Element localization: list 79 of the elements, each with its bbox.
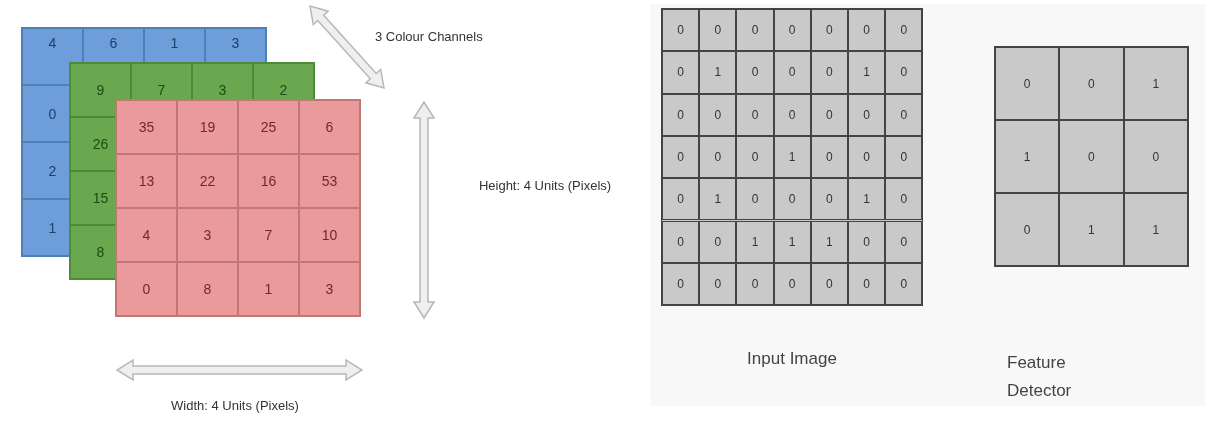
matrix-cell: 0 <box>662 93 700 136</box>
matrix-cell: 0 <box>699 93 737 136</box>
matrix-cell: 0 <box>1123 120 1188 193</box>
matrix-cell: 0 <box>116 262 177 316</box>
matrix-cell: 1 <box>699 51 737 94</box>
matrix-cell: 0 <box>995 193 1060 266</box>
matrix-cell: 0 <box>810 9 848 52</box>
matrix-cell: 0 <box>773 178 811 221</box>
matrix-cell: 1 <box>773 135 811 179</box>
matrix-cell: 0 <box>736 262 774 306</box>
matrix-cell: 0 <box>699 135 737 179</box>
matrix-cell: 0 <box>773 51 811 94</box>
matrix-cell: 10 <box>299 208 360 262</box>
matrix-cell: 3 <box>299 262 360 316</box>
matrix-cell: 22 <box>177 154 238 208</box>
matrix-cell: 0 <box>736 178 774 221</box>
matrix-cell: 0 <box>736 135 774 179</box>
matrix-cell: 0 <box>885 135 923 179</box>
matrix-cell: 25 <box>238 100 299 154</box>
matrix-cell: 0 <box>810 135 848 179</box>
matrix-cell: 0 <box>736 93 774 136</box>
matrix-cell: 1 <box>736 220 774 263</box>
matrix-cell: 1 <box>1123 47 1188 120</box>
matrix-cell: 0 <box>848 135 886 179</box>
matrix-cell: 0 <box>662 178 700 221</box>
matrix-cell: 0 <box>848 262 886 306</box>
matrix-cell: 0 <box>662 135 700 179</box>
matrix-cell: 0 <box>1059 120 1124 193</box>
dimension-label: Height: 4 Units (Pixels) <box>477 177 613 195</box>
matrix-cell: 1 <box>1123 193 1188 266</box>
dimension-label: Feature Detector <box>1007 352 1073 402</box>
dimension-label: Width: 4 Units (Pixels) <box>170 397 300 415</box>
dimension-label: 3 Colour Channels <box>375 28 484 46</box>
matrix-cell: 1 <box>848 178 886 221</box>
matrix-cell: 1 <box>699 178 737 221</box>
matrix-cell: 0 <box>736 9 774 52</box>
matrix-cell: 0 <box>662 51 700 94</box>
matrix-cell: 0 <box>848 220 886 263</box>
matrix-cell: 19 <box>177 100 238 154</box>
matrix-cell: 35 <box>116 100 177 154</box>
matrix-cell: 0 <box>885 178 923 221</box>
matrix-cell: 0 <box>885 220 923 263</box>
matrix-cell: 1 <box>848 51 886 94</box>
matrix-cell: 1 <box>238 262 299 316</box>
matrix-cell: 53 <box>299 154 360 208</box>
matrix-cell: 3 <box>177 208 238 262</box>
matrix-cell: 0 <box>885 262 923 306</box>
matrix-cell: 0 <box>662 9 700 52</box>
matrix-cell: 0 <box>1059 47 1124 120</box>
matrix-cell: 0 <box>699 9 737 52</box>
matrix-cell: 13 <box>116 154 177 208</box>
matrix-cell: 0 <box>699 220 737 263</box>
matrix-cell: 7 <box>238 208 299 262</box>
matrix-cell: 0 <box>995 47 1060 120</box>
matrix-cell: 0 <box>885 51 923 94</box>
matrix-cell: 0 <box>848 9 886 52</box>
dimension-label: Input Image <box>746 349 838 369</box>
matrix-cell: 0 <box>662 262 700 306</box>
matrix-cell: 0 <box>885 93 923 136</box>
matrix-cell: 0 <box>810 51 848 94</box>
matrix-cell: 16 <box>238 154 299 208</box>
matrix-cell: 0 <box>810 93 848 136</box>
matrix-cell: 0 <box>773 262 811 306</box>
matrix-cell: 0 <box>885 9 923 52</box>
matrix-cell: 0 <box>773 9 811 52</box>
matrix-cell: 8 <box>177 262 238 316</box>
matrix-cell: 0 <box>773 93 811 136</box>
matrix-cell: 1 <box>810 220 848 263</box>
matrix-cell: 1 <box>1059 193 1124 266</box>
matrix-cell: 1 <box>995 120 1060 193</box>
matrix-cell: 0 <box>699 262 737 306</box>
matrix-cell: 1 <box>773 220 811 263</box>
matrix-cell: 0 <box>848 93 886 136</box>
matrix-cell: 0 <box>736 51 774 94</box>
matrix-cell: 0 <box>810 262 848 306</box>
matrix-cell: 0 <box>662 220 700 263</box>
matrix-cell: 6 <box>299 100 360 154</box>
matrix-cell: 4 <box>116 208 177 262</box>
matrix-cell: 0 <box>810 178 848 221</box>
